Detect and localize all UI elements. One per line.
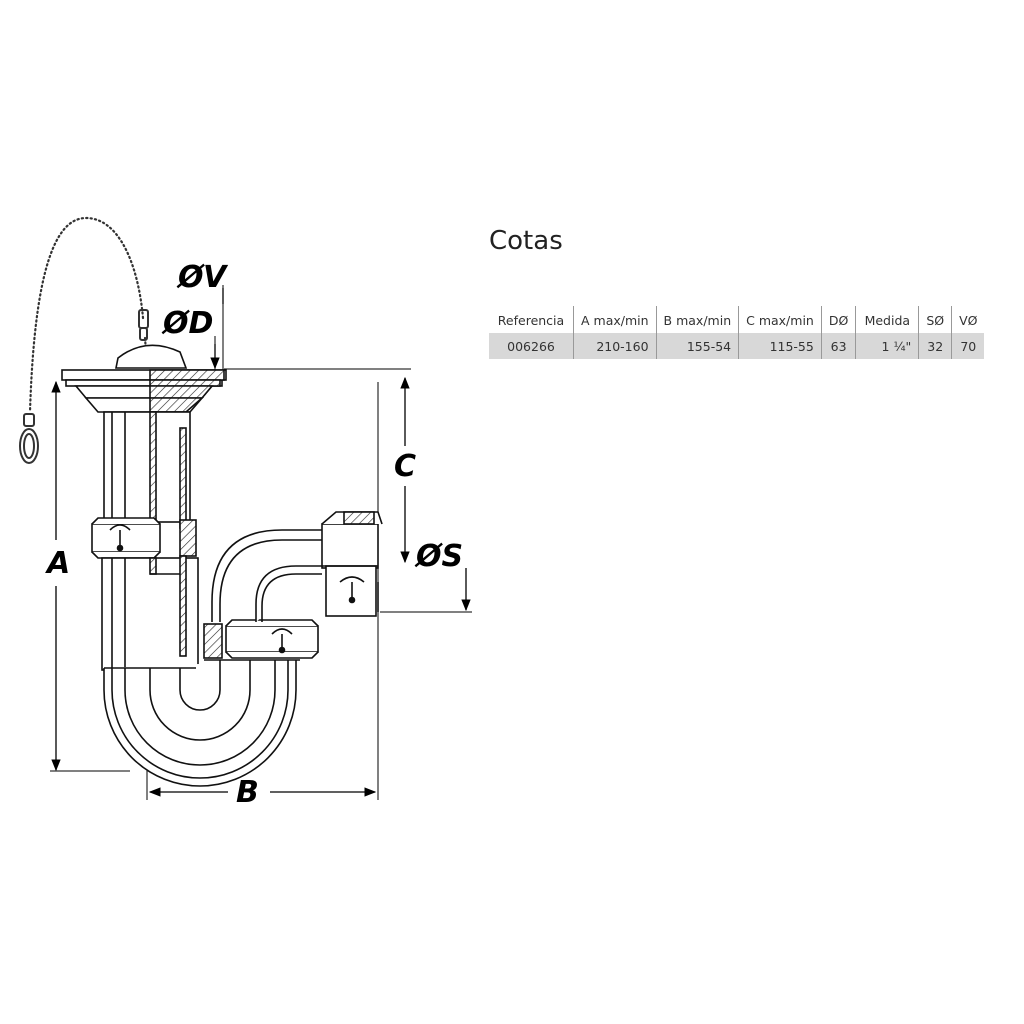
cell-referencia: 006266 [489,333,574,359]
header-a: A max/min [573,306,657,333]
table-header-row: Referencia A max/min B max/min C max/min… [489,306,985,333]
cell-medida: 1 ¼" [855,333,919,359]
cotas-title: Cotas [489,226,563,256]
label-c: C [394,449,416,484]
plug-chain [28,216,148,414]
header-c: C max/min [738,306,822,333]
dimensions-table: Referencia A max/min B max/min C max/min… [489,306,985,359]
label-phi-v: ØV [176,260,229,295]
cell-b: 155-54 [655,333,739,359]
label-phi-s: ØS [414,539,463,574]
trap-body [101,555,199,671]
label-a: A [45,546,70,581]
header-s: SØ [918,306,952,333]
header-referencia: Referencia [489,306,574,333]
outlet-nut [321,511,383,617]
sink-strainer [61,344,227,429]
table-row: 006266 210-160 155-54 115-55 63 1 ¼" 32 … [489,333,985,359]
slip-nut-lower [203,619,319,659]
header-v: VØ [951,306,985,333]
cell-s: 32 [918,333,952,359]
header-d: DØ [820,306,856,333]
u-bend [103,659,300,787]
cell-d: 63 [820,333,856,359]
outlet-elbow [211,529,322,622]
header-b: B max/min [655,306,739,333]
slip-nut-upper [91,517,197,559]
label-phi-d: ØD [161,306,213,341]
tailpiece [103,411,191,529]
cell-a: 210-160 [573,333,657,359]
dimension-arrows [51,288,471,797]
label-b: B [236,775,259,810]
cell-c: 115-55 [738,333,822,359]
cell-v: 70 [951,333,985,359]
header-medida: Medida [855,306,919,333]
chain-ring-icon [19,309,149,464]
